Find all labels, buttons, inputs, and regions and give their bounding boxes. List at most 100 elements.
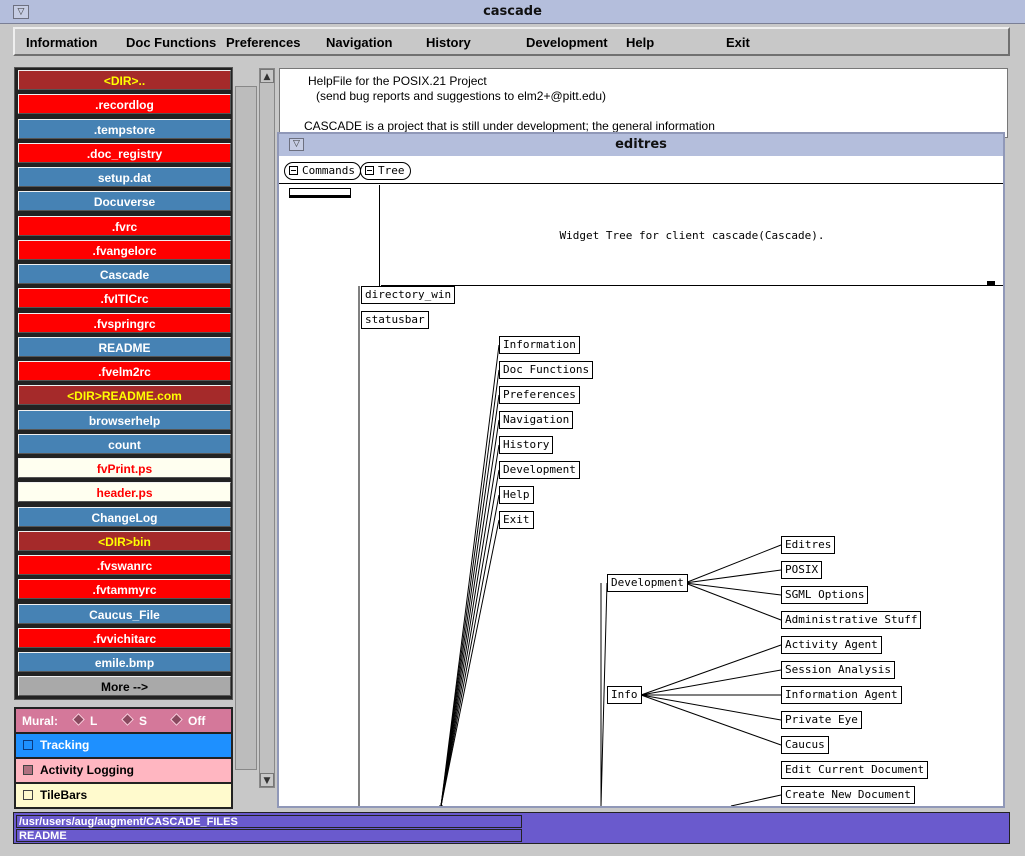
file-item[interactable]: .fvangelorc (18, 239, 231, 260)
tree-node-info-child[interactable]: Session Analysis (781, 661, 895, 679)
window-title: cascade (483, 4, 542, 19)
mural-option-off[interactable]: Off (188, 714, 206, 728)
tree-node-development-child[interactable]: Editres (781, 536, 836, 554)
tree-node-directory-win[interactable]: directory_win (361, 286, 456, 304)
file-item[interactable]: Cascade (18, 264, 231, 284)
file-item[interactable]: emile.bmp (18, 652, 231, 672)
panner-thumb[interactable] (289, 188, 351, 198)
file-item[interactable]: fvPrint.ps (18, 458, 231, 478)
tree-node-menu-child[interactable]: History (499, 436, 554, 454)
window-menu-button[interactable]: ▽ (13, 5, 29, 19)
menu-help[interactable]: Help (626, 35, 655, 50)
menu-preferences[interactable]: Preferences (226, 35, 301, 50)
tree-node-doc-child[interactable]: Edit Current Document (781, 761, 929, 779)
help-line-3: CASCADE is a project that is still under… (304, 119, 715, 133)
file-item[interactable]: .fvtammyrc (18, 579, 231, 600)
tree-node-menu-child[interactable]: Help (499, 486, 534, 504)
tree-menu-button[interactable]: Tree (360, 162, 411, 180)
tree-connector-lines (358, 286, 782, 806)
file-item[interactable]: .fvvichitarc (18, 627, 231, 648)
tree-node-menu-child[interactable]: Doc Functions (499, 361, 594, 379)
file-item[interactable]: .fvrc (18, 215, 231, 236)
tree-node-development-child[interactable]: Administrative Stuff (781, 611, 922, 629)
checkbox-icon[interactable] (23, 765, 33, 775)
menu-bar: Information Doc Functions Preferences Na… (13, 27, 1010, 56)
scroll-down-arrow-icon[interactable]: ▼ (260, 773, 274, 787)
tree-node-info-child[interactable]: Private Eye (781, 711, 862, 729)
tilebars-toggle[interactable]: TileBars (16, 784, 231, 807)
file-item[interactable]: Docuverse (18, 191, 231, 212)
menu-history[interactable]: History (426, 35, 471, 50)
checkbox-icon[interactable] (23, 790, 33, 800)
tilebars-label: TileBars (40, 788, 88, 802)
tree-node-info[interactable]: Info (607, 686, 642, 704)
scroll-up-arrow-icon[interactable]: ▲ (260, 69, 274, 83)
tree-node-menu-child[interactable]: Exit (499, 511, 534, 529)
checkbox-icon[interactable] (23, 740, 33, 750)
radio-diamond-icon[interactable] (170, 713, 183, 726)
file-item[interactable]: README (18, 336, 231, 357)
tree-node-info-child[interactable]: Information Agent (781, 686, 902, 704)
file-item[interactable]: .fvITICrc (18, 288, 231, 309)
tree-node-info-child[interactable]: Caucus (781, 736, 829, 754)
window-titlebar[interactable]: ▽ cascade (0, 0, 1025, 24)
help-text-area[interactable]: HelpFile for the POSIX.21 Project (send … (279, 68, 1008, 138)
commands-label: Commands (302, 164, 355, 177)
menu-doc-functions[interactable]: Doc Functions (126, 35, 217, 50)
help-line-2: (send bug reports and suggestions to elm… (316, 89, 607, 103)
directory-item[interactable]: <DIR>.. (18, 70, 231, 90)
tree-node-menu-child[interactable]: Preferences (499, 386, 580, 404)
mural-option-l[interactable]: L (90, 714, 98, 728)
radio-diamond-icon[interactable] (121, 713, 134, 726)
radio-diamond-icon[interactable] (72, 713, 85, 726)
commands-menu-button[interactable]: Commands (284, 162, 361, 180)
tree-node-menu-child[interactable]: Development (499, 461, 580, 479)
tree-node-development-child[interactable]: SGML Options (781, 586, 869, 604)
menu-exit[interactable]: Exit (726, 35, 750, 50)
file-item[interactable]: ChangeLog (18, 506, 231, 527)
help-line-1: HelpFile for the POSIX.21 Project (308, 74, 487, 88)
editres-message-area: Widget Tree for client cascade(Cascade). (381, 185, 1003, 286)
file-list: <DIR>.. .recordlog .tempstore .doc_registry… (14, 67, 233, 700)
file-item[interactable]: setup.dat (18, 167, 231, 187)
pane-grip-icon[interactable] (987, 281, 995, 285)
editres-title: editres (615, 137, 667, 152)
file-item[interactable]: header.ps (18, 482, 231, 503)
menu-development[interactable]: Development (526, 35, 608, 50)
editres-menu-button[interactable]: ▽ (289, 138, 304, 151)
mural-option-s[interactable]: S (139, 714, 148, 728)
tree-node-development[interactable]: Development (607, 574, 688, 592)
tracking-toggle[interactable]: Tracking (16, 734, 231, 757)
file-item[interactable]: .doc_registry (18, 142, 231, 163)
tree-node-doc-child[interactable]: Create New Document (781, 786, 915, 804)
status-file: README (16, 829, 522, 842)
file-item[interactable]: .recordlog (18, 94, 231, 115)
file-list-scrollbar[interactable] (235, 86, 257, 770)
status-bar: /usr/users/aug/augment/CASCADE_FILES REA… (13, 812, 1010, 844)
tree-node-menu-child[interactable]: Information (499, 336, 580, 354)
file-item[interactable]: count (18, 433, 231, 454)
file-item[interactable]: .fvelm2rc (18, 361, 231, 381)
file-item[interactable]: .fvspringrc (18, 312, 231, 333)
more-button[interactable]: More --> (18, 676, 231, 697)
activity-logging-toggle[interactable]: Activity Logging (16, 759, 231, 782)
directory-item[interactable]: <DIR>bin (18, 530, 231, 551)
tree-node-development-child[interactable]: POSIX (781, 561, 823, 579)
menu-icon (365, 166, 374, 175)
file-item[interactable]: .fvswanrc (18, 555, 231, 575)
mural-label: Mural: (22, 714, 58, 728)
tree-node-statusbar[interactable]: statusbar (361, 311, 429, 329)
tracking-label: Tracking (40, 738, 90, 752)
help-scrollbar[interactable]: ▲ ▼ (259, 68, 275, 788)
file-item[interactable]: .tempstore (18, 118, 231, 139)
tree-node-menu-child[interactable]: Navigation (499, 411, 574, 429)
tree-node-info-child[interactable]: Activity Agent (781, 636, 882, 654)
file-item[interactable]: browserhelp (18, 409, 231, 430)
file-item[interactable]: Caucus_File (18, 603, 231, 624)
directory-item[interactable]: <DIR>README.com (18, 385, 231, 406)
editres-titlebar[interactable]: ▽ editres (279, 134, 1003, 156)
panner[interactable] (279, 185, 380, 286)
menu-navigation[interactable]: Navigation (326, 35, 393, 50)
menu-information[interactable]: Information (26, 35, 98, 50)
